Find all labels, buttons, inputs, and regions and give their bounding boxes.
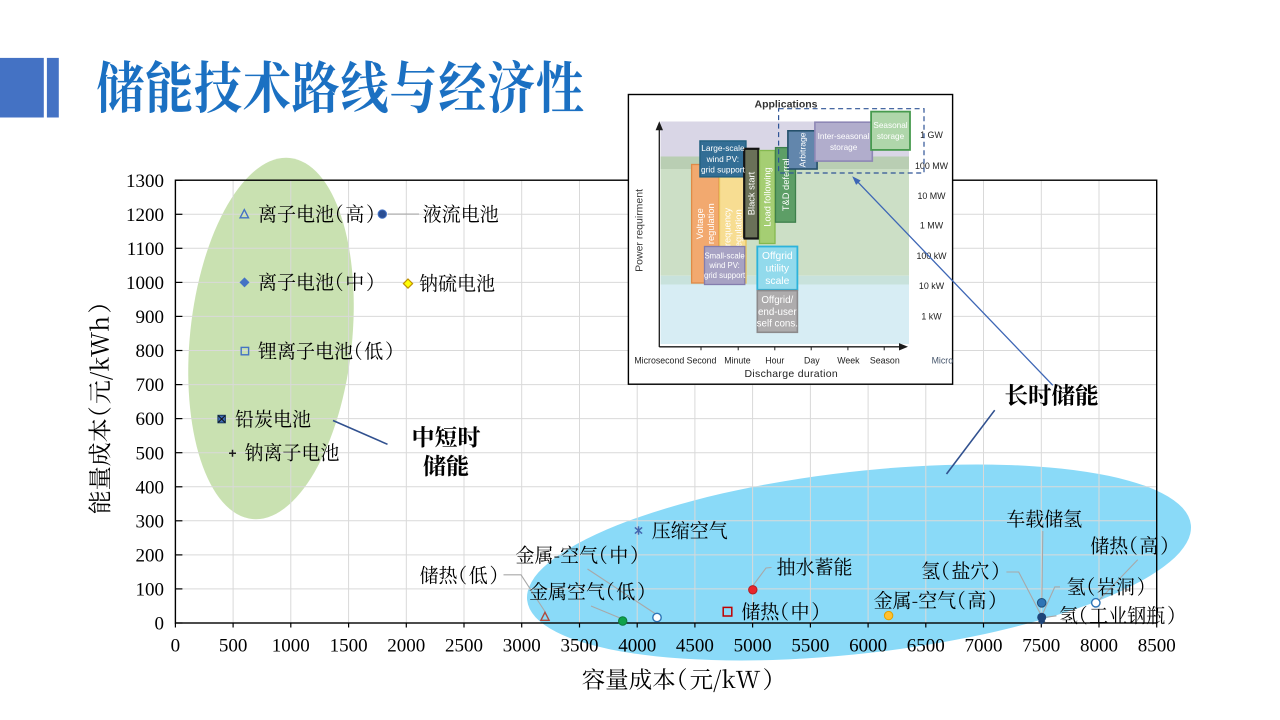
svg-text:grid support: grid support bbox=[701, 165, 746, 175]
svg-text:Power requirment: Power requirment bbox=[634, 189, 646, 272]
svg-text:7500: 7500 bbox=[1022, 636, 1060, 657]
svg-text:4000: 4000 bbox=[618, 636, 656, 657]
svg-text:5000: 5000 bbox=[734, 636, 772, 657]
svg-text:Micro: Micro bbox=[932, 355, 954, 365]
svg-text:6500: 6500 bbox=[907, 636, 945, 657]
svg-text:Seasonal: Seasonal bbox=[873, 121, 907, 130]
svg-text:Arbitrage: Arbitrage bbox=[798, 132, 808, 167]
svg-text:500: 500 bbox=[219, 636, 248, 657]
svg-text:3500: 3500 bbox=[561, 636, 599, 657]
svg-text:10 kW: 10 kW bbox=[919, 281, 945, 291]
svg-text:1100: 1100 bbox=[127, 239, 164, 260]
svg-text:Hour: Hour bbox=[765, 355, 784, 365]
svg-text:300: 300 bbox=[136, 511, 165, 532]
svg-text:10 MW: 10 MW bbox=[917, 191, 946, 201]
svg-text:regulation: regulation bbox=[733, 209, 743, 250]
svg-text:Black start: Black start bbox=[747, 171, 757, 215]
svg-text:Large-scale: Large-scale bbox=[701, 143, 745, 153]
svg-text:Applications: Applications bbox=[754, 98, 817, 110]
svg-text:3000: 3000 bbox=[503, 636, 541, 657]
svg-text:grid support: grid support bbox=[704, 271, 746, 280]
svg-text:100 MW: 100 MW bbox=[915, 161, 949, 171]
svg-text:scale: scale bbox=[765, 276, 789, 287]
svg-text:1200: 1200 bbox=[126, 205, 164, 226]
svg-text:Minute: Minute bbox=[724, 355, 751, 365]
svg-text:Season: Season bbox=[870, 355, 900, 365]
svg-text:Inter-seasonal: Inter-seasonal bbox=[818, 132, 870, 141]
svg-text:Microsecond: Microsecond bbox=[634, 355, 684, 365]
svg-text:200: 200 bbox=[136, 546, 165, 567]
svg-text:7000: 7000 bbox=[965, 636, 1003, 657]
svg-text:Discharge duration: Discharge duration bbox=[745, 368, 839, 380]
svg-text:1 kW: 1 kW bbox=[921, 312, 942, 322]
svg-text:500: 500 bbox=[136, 443, 165, 464]
svg-text:8000: 8000 bbox=[1080, 636, 1118, 657]
svg-text:self cons.: self cons. bbox=[757, 319, 798, 330]
svg-text:utility: utility bbox=[766, 264, 790, 275]
svg-text:8500: 8500 bbox=[1138, 636, 1176, 657]
svg-text:800: 800 bbox=[136, 341, 165, 362]
svg-text:Voltage: Voltage bbox=[695, 208, 705, 239]
svg-text:1000: 1000 bbox=[272, 636, 310, 657]
svg-text:Second: Second bbox=[687, 355, 717, 365]
svg-text:Day: Day bbox=[804, 355, 820, 365]
svg-text:100: 100 bbox=[136, 580, 165, 601]
svg-text:2500: 2500 bbox=[445, 636, 483, 657]
svg-text:700: 700 bbox=[136, 375, 165, 396]
svg-text:0: 0 bbox=[155, 614, 165, 635]
svg-text:2000: 2000 bbox=[387, 636, 425, 657]
svg-text:storage: storage bbox=[830, 143, 858, 152]
svg-text:100 kW: 100 kW bbox=[916, 251, 947, 261]
svg-text:400: 400 bbox=[136, 477, 165, 498]
svg-text:1 MW: 1 MW bbox=[920, 220, 944, 230]
svg-text:Frequency: Frequency bbox=[723, 207, 733, 251]
svg-text:regulation: regulation bbox=[706, 203, 716, 244]
svg-text:wind PV:: wind PV: bbox=[708, 261, 739, 270]
svg-text:Offgrid/: Offgrid/ bbox=[761, 295, 793, 306]
svg-text:1000: 1000 bbox=[126, 273, 164, 294]
svg-text:Load following: Load following bbox=[763, 167, 773, 226]
svg-text:end-user: end-user bbox=[758, 307, 797, 318]
svg-text:900: 900 bbox=[136, 307, 165, 328]
svg-text:0: 0 bbox=[171, 636, 181, 657]
svg-text:6000: 6000 bbox=[849, 636, 887, 657]
svg-text:Week: Week bbox=[837, 355, 860, 365]
svg-text:Offgrid: Offgrid bbox=[762, 251, 793, 262]
svg-text:wind PV:: wind PV: bbox=[706, 154, 739, 164]
svg-text:1300: 1300 bbox=[126, 171, 164, 192]
svg-text:1 GW: 1 GW bbox=[920, 130, 943, 140]
svg-text:4500: 4500 bbox=[676, 636, 714, 657]
svg-text:T&D deferral: T&D deferral bbox=[781, 158, 791, 211]
svg-text:storage: storage bbox=[877, 132, 905, 141]
svg-text:5500: 5500 bbox=[791, 636, 829, 657]
svg-text:600: 600 bbox=[136, 409, 165, 430]
svg-text:Small-scale: Small-scale bbox=[704, 251, 744, 260]
svg-text:1500: 1500 bbox=[330, 636, 368, 657]
